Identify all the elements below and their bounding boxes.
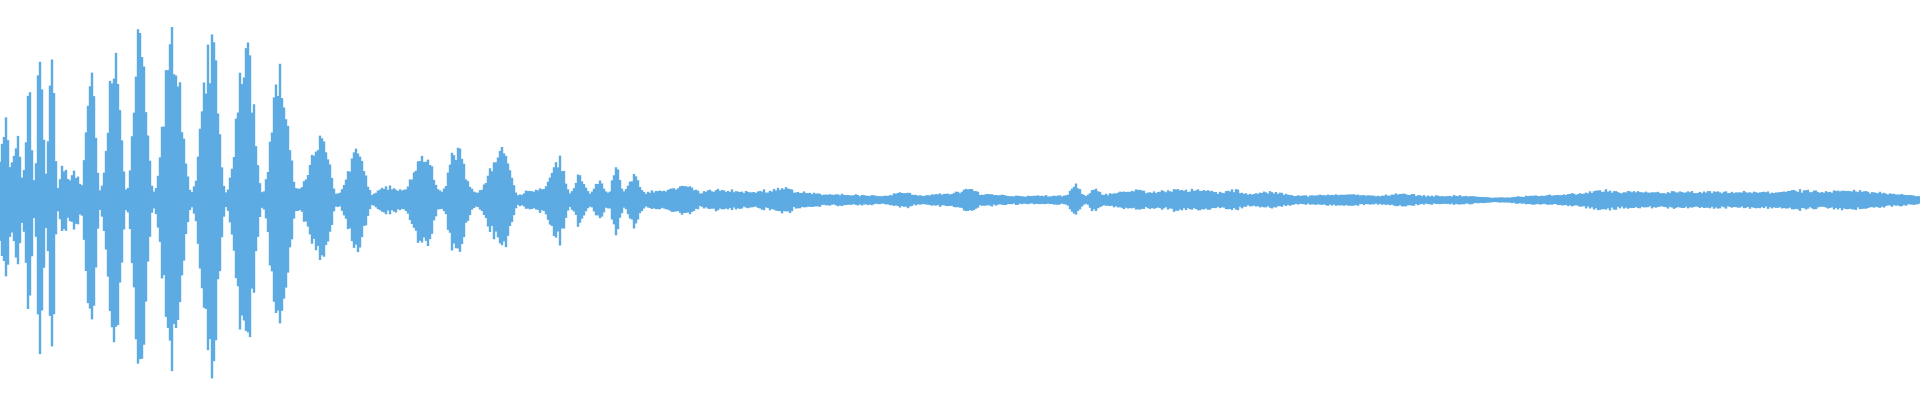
waveform-strokes [0,26,1920,379]
